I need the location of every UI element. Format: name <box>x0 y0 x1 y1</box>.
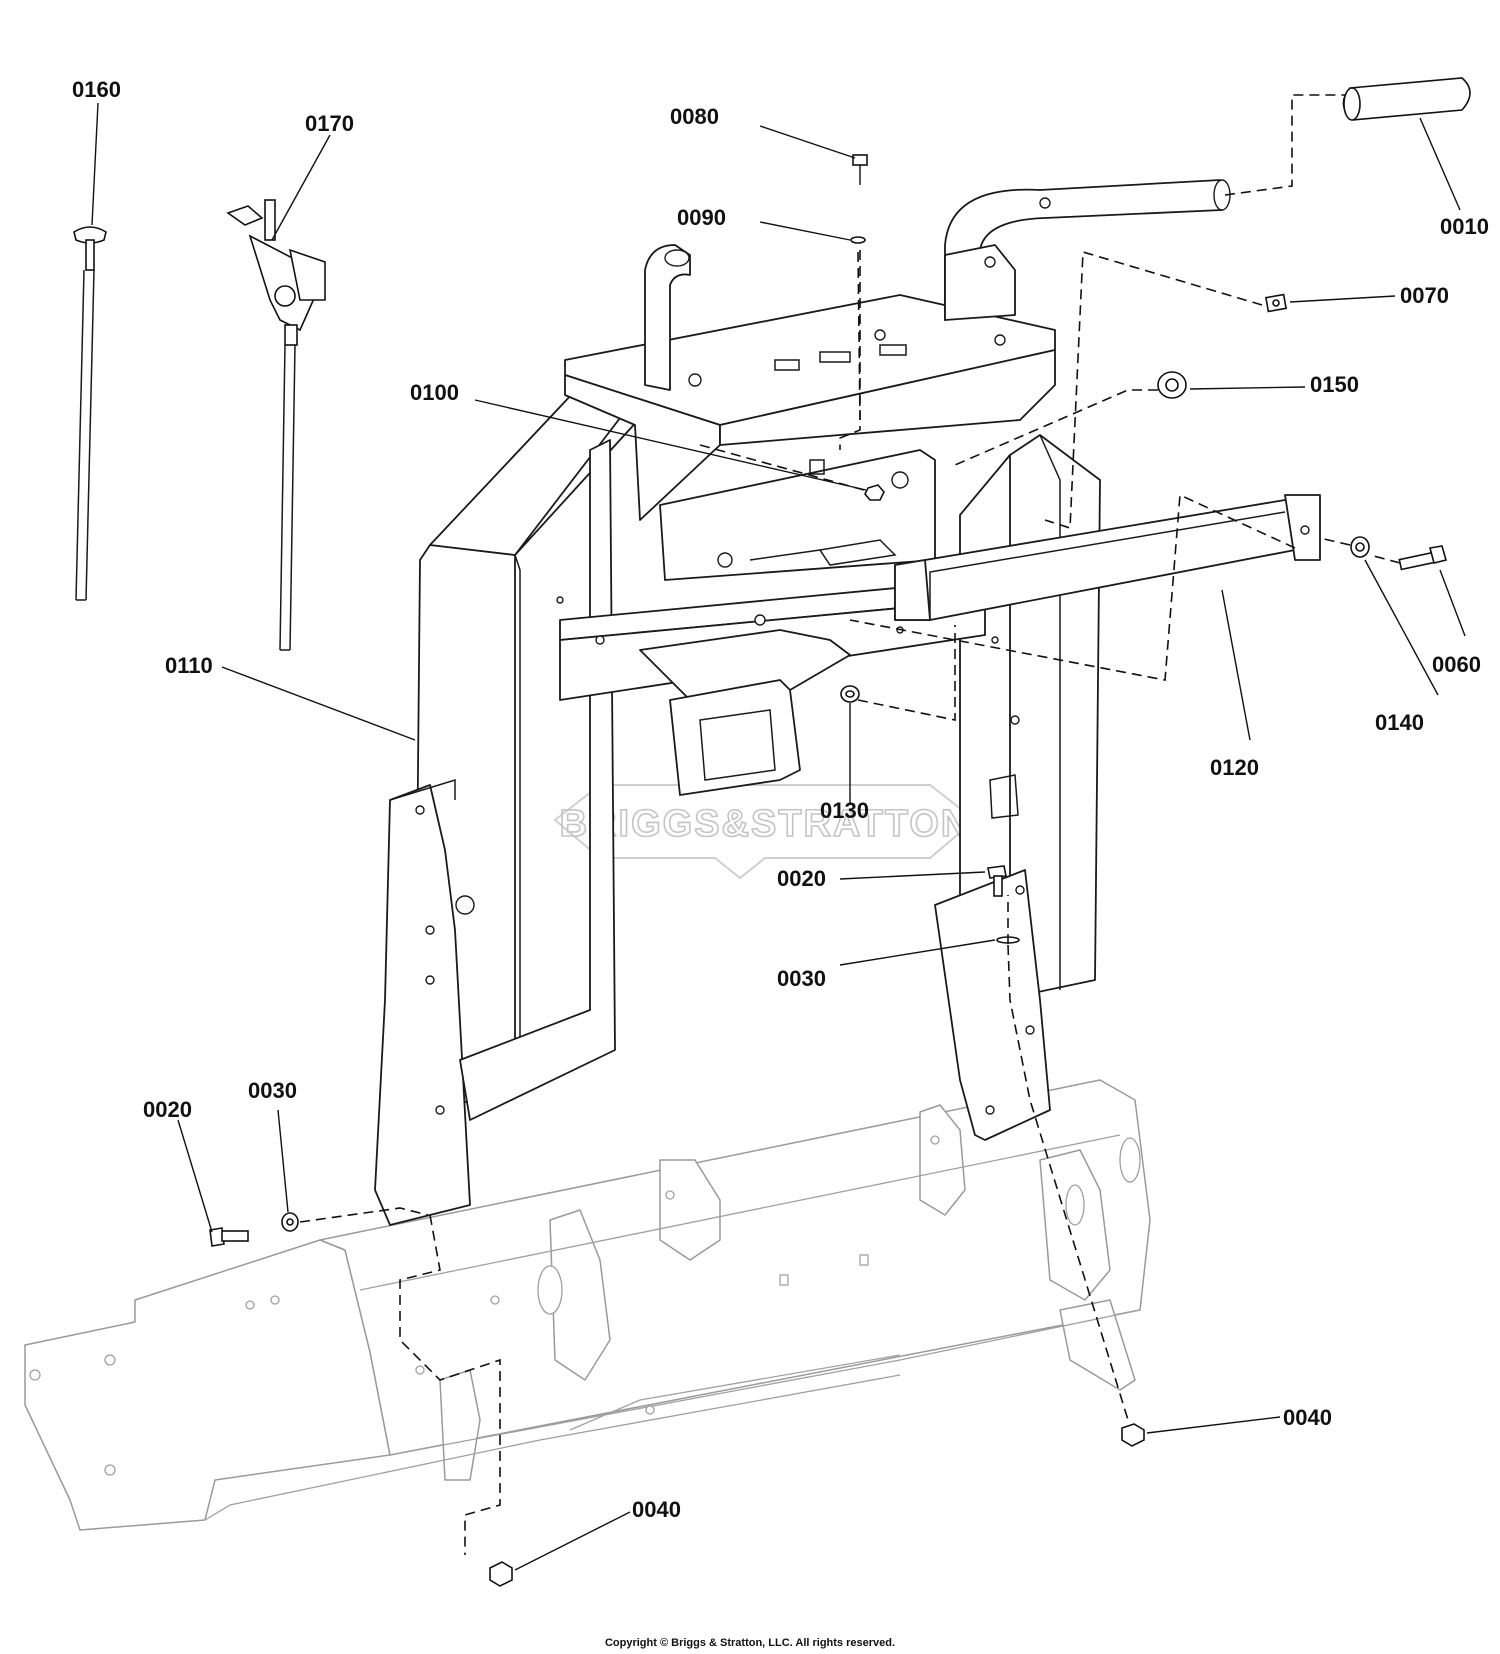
bolt-0020-left <box>209 1227 249 1247</box>
screw-0080 <box>852 154 868 185</box>
callout-0040-left: 0040 <box>632 1497 681 1522</box>
lever-0170 <box>226 199 326 651</box>
nut-0040-right <box>1121 1423 1145 1447</box>
callout-0150: 0150 <box>1310 372 1359 397</box>
callout-labels: 0010 0070 0080 0090 0150 0100 0060 0140 … <box>72 77 1489 1522</box>
callout-0160: 0160 <box>72 77 121 102</box>
grommet-0150 <box>1157 371 1187 399</box>
handle-tubes <box>644 179 1231 391</box>
grip-0010 <box>1342 77 1471 121</box>
nut-0100 <box>864 484 885 501</box>
callout-0090: 0090 <box>677 205 726 230</box>
callout-0030-right: 0030 <box>777 966 826 991</box>
crossbar-0120 <box>894 494 1321 621</box>
callout-0080: 0080 <box>670 104 719 129</box>
callout-0140: 0140 <box>1375 710 1424 735</box>
washer-0090 <box>850 236 866 244</box>
callout-0030-left: 0030 <box>248 1078 297 1103</box>
watermark-logo: BRIGGS&STRATTON <box>553 784 977 880</box>
frame-assembly <box>374 294 1101 1226</box>
hardware-parts <box>209 77 1471 1587</box>
leader-lines <box>91 102 1466 1571</box>
watermark-text: BRIGGS&STRATTON <box>560 803 971 845</box>
callout-0010: 0010 <box>1440 214 1489 239</box>
callout-0120: 0120 <box>1210 755 1259 780</box>
mower-deck <box>24 1079 1151 1531</box>
nut-0130 <box>840 685 860 703</box>
assembly-paths <box>299 94 1401 1555</box>
washer-0140 <box>1350 536 1370 558</box>
bolt-0020-right <box>987 865 1007 897</box>
washer-0030-left <box>281 1212 299 1232</box>
callout-0020-right: 0020 <box>777 866 826 891</box>
nut-0040-left <box>489 1561 513 1587</box>
callout-0060: 0060 <box>1432 652 1481 677</box>
callout-0100: 0100 <box>410 380 459 405</box>
dipstick-0160 <box>73 226 107 601</box>
callout-0130: 0130 <box>820 798 869 823</box>
callout-0040-right: 0040 <box>1283 1405 1332 1430</box>
callout-0020-left: 0020 <box>143 1097 192 1122</box>
bolt-0060 <box>1398 545 1447 571</box>
callout-0070: 0070 <box>1400 283 1449 308</box>
clip-nut-0070 <box>1264 293 1288 313</box>
copyright-notice: Copyright © Briggs & Stratton, LLC. All … <box>605 1637 895 1649</box>
callout-0170: 0170 <box>305 111 354 136</box>
callout-0110: 0110 <box>165 653 213 678</box>
